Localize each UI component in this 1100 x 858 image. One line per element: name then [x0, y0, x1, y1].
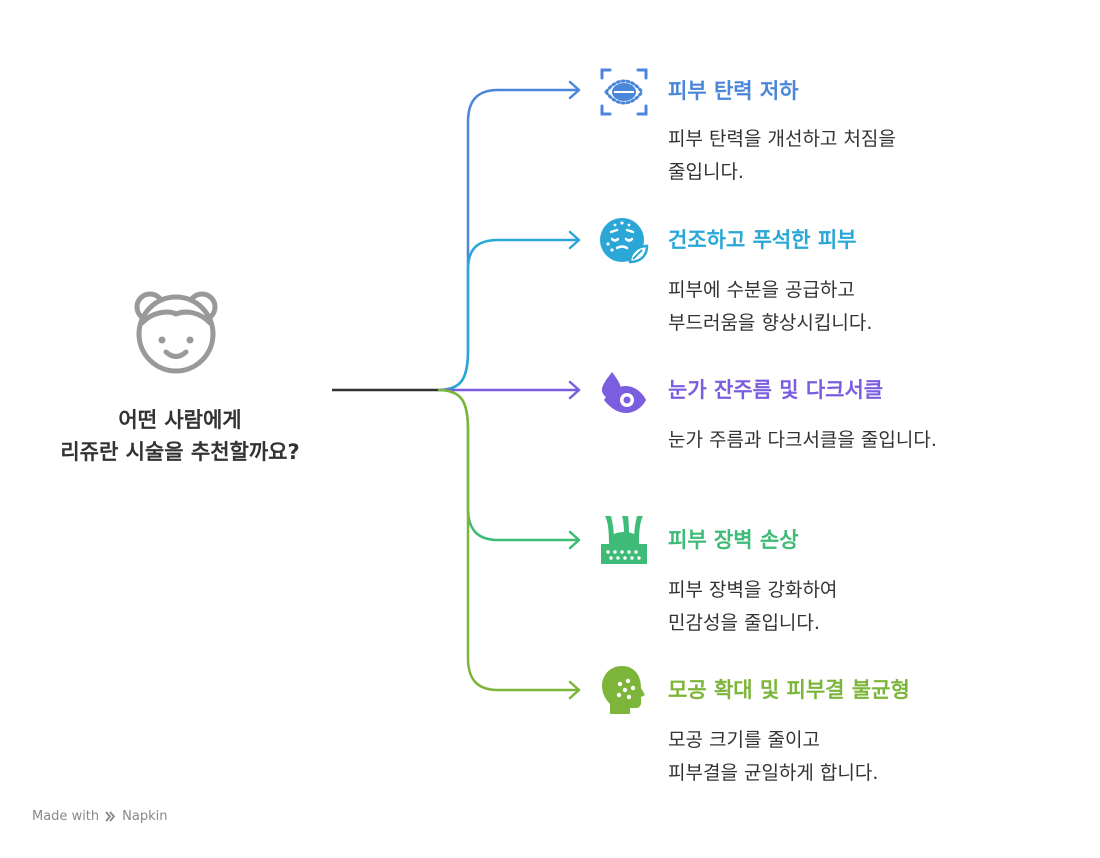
- made-with-footer: Made with Napkin: [32, 809, 167, 824]
- napkin-logo-icon: [105, 811, 116, 822]
- branch-desc-3-line-1: 눈가 주름과 다크서클을 줄입니다.: [668, 429, 937, 451]
- branch-desc-3: 눈가 주름과 다크서클을 줄입니다.: [668, 424, 937, 457]
- face-scan-icon: [598, 66, 650, 118]
- branch-arrow-3: [568, 380, 581, 400]
- skin-barrier-icon: [598, 514, 650, 566]
- branch-title-2: 건조하고 푸석한 피부: [668, 228, 857, 252]
- center-question-line-1: 어떤 사람에게: [118, 408, 242, 432]
- branch-title-5: 모공 확대 및 피부결 불균형: [668, 678, 910, 702]
- head-pores-icon: [598, 664, 650, 716]
- branch-desc-4: 피부 장벽을 강화하여 민감성을 줄입니다.: [668, 574, 837, 640]
- branch-desc-4-line-1: 피부 장벽을 강화하여: [668, 579, 838, 601]
- branch-title-1: 피부 탄력 저하: [668, 79, 799, 103]
- branch-desc-1: 피부 탄력을 개선하고 처짐을 줄입니다.: [668, 123, 896, 189]
- branch-desc-1-line-1: 피부 탄력을 개선하고 처짐을: [668, 128, 896, 150]
- branch-desc-2: 피부에 수분을 공급하고 부드러움을 향상시킵니다.: [668, 274, 872, 340]
- branch-desc-5-line-2: 피부결을 균일하게 합니다.: [668, 762, 879, 784]
- branch-connector-2: [437, 238, 578, 392]
- branch-connector-4: [437, 388, 578, 542]
- eye-drop-icon: [598, 366, 650, 418]
- branch-arrow-2: [568, 230, 581, 250]
- branch-desc-4-line-2: 민감성을 줄입니다.: [668, 612, 820, 634]
- branch-connector-5: [437, 388, 578, 692]
- dry-skin-face-icon: [598, 214, 650, 266]
- branch-desc-5-line-1: 모공 크기를 줄이고: [668, 729, 820, 751]
- made-with-text: Made with: [32, 809, 100, 824]
- center-question-line-2: 리쥬란 시술을 추천할까요?: [60, 440, 300, 464]
- branch-title-3: 눈가 잔주름 및 다크서클: [668, 378, 884, 402]
- branch-arrow-4: [568, 530, 581, 550]
- napkin-brand-text: Napkin: [122, 809, 168, 824]
- branch-desc-5: 모공 크기를 줄이고 피부결을 균일하게 합니다.: [668, 724, 878, 790]
- girl-face-icon: [134, 291, 218, 374]
- branch-title-4: 피부 장벽 손상: [668, 528, 799, 552]
- branch-desc-2-line-1: 피부에 수분을 공급하고: [668, 279, 855, 301]
- center-question: 어떤 사람에게 리쥬란 시술을 추천할까요?: [10, 404, 350, 468]
- branch-desc-2-line-2: 부드러움을 향상시킵니다.: [668, 312, 873, 334]
- branch-arrow-5: [568, 680, 581, 700]
- branch-arrow-1: [568, 80, 581, 100]
- branch-desc-1-line-2: 줄입니다.: [668, 161, 744, 183]
